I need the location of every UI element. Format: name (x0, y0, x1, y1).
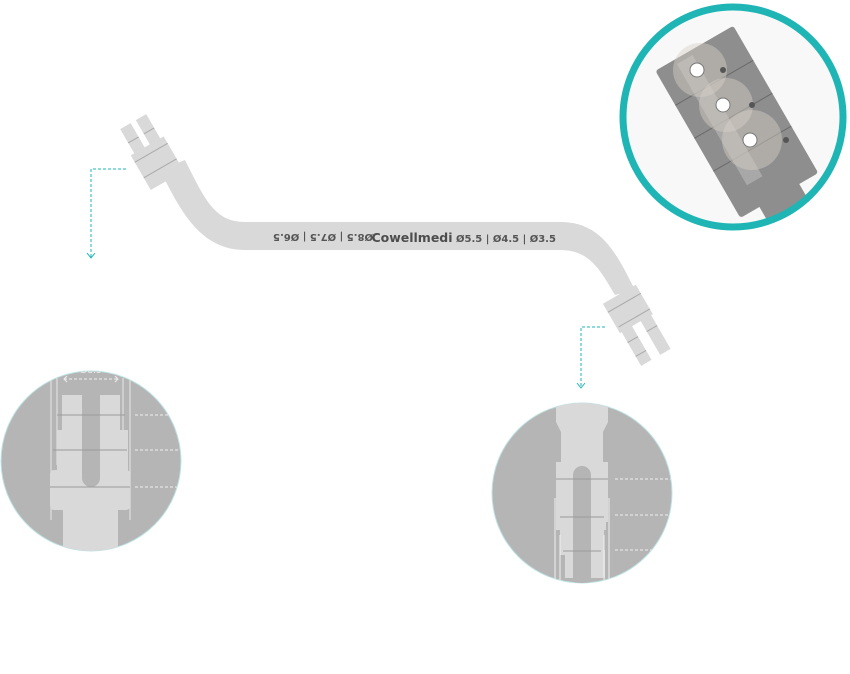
right-detail-magnifier (491, 402, 673, 584)
left-fork-tip (120, 114, 184, 190)
right-sizes-label: Ø5.5 | Ø4.5 | Ø3.5 (456, 233, 556, 245)
left-sizes-label: Ø8.5 | Ø7.5 | Ø6.5 (273, 231, 373, 243)
arrow-down-icon (576, 382, 586, 389)
left-detail-magnifier: Ø8.5 (0, 365, 182, 552)
left-callout-arrow (86, 168, 126, 259)
dimension-label: Ø8.5 (80, 365, 101, 376)
right-callout-arrow (576, 326, 605, 389)
right-fork-tip (602, 284, 671, 366)
brand-logo: Cowellmedi (371, 230, 452, 245)
top-inset-photo (619, 3, 847, 231)
arrow-down-icon (86, 252, 96, 259)
instrument-body: Ø8.5 | Ø7.5 | Ø6.5 Cowellmedi Ø5.5 | Ø4.… (120, 114, 671, 366)
